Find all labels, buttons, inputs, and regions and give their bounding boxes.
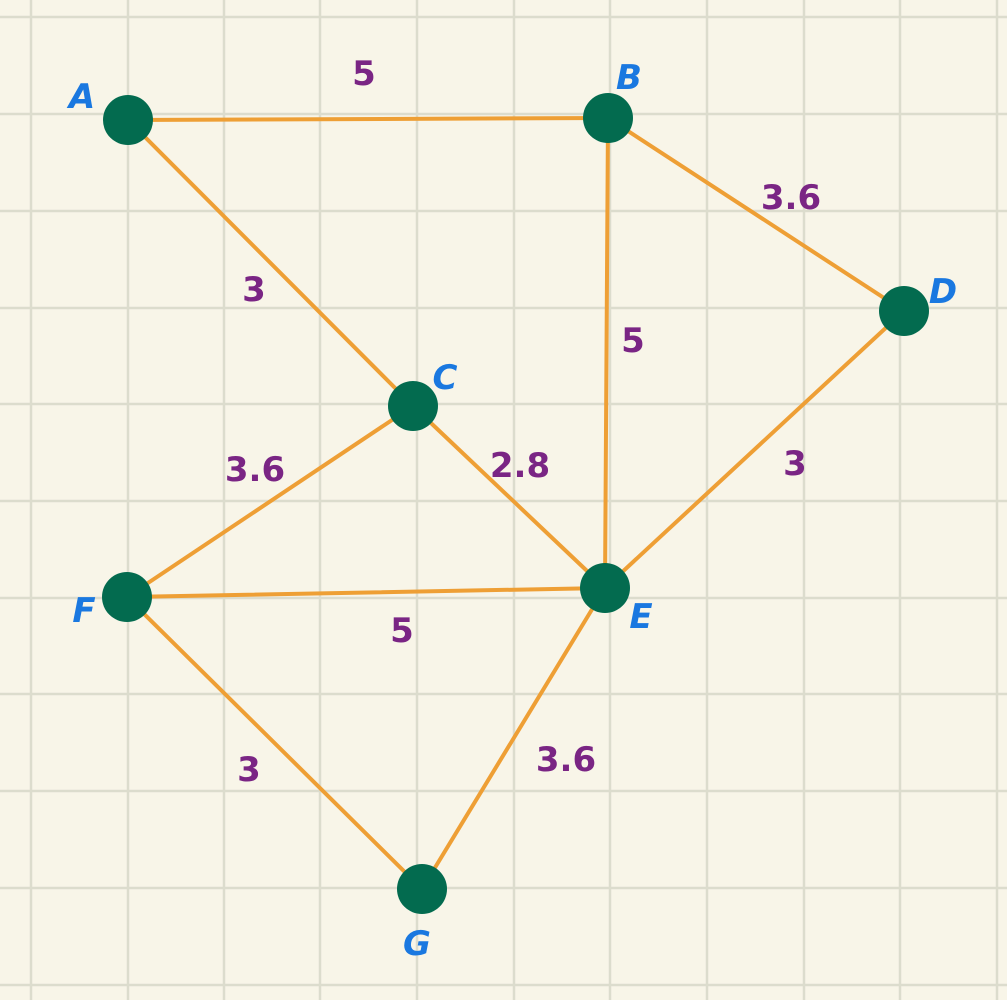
edge-weight-f-g: 3 — [237, 750, 261, 790]
edge-b-d — [606, 116, 906, 313]
edge-weight-c-f: 3.6 — [225, 450, 285, 490]
node-label-e: E — [629, 597, 652, 637]
edge-weight-f-e: 5 — [390, 611, 414, 651]
node-a — [103, 95, 153, 145]
edge-c-f — [125, 404, 415, 599]
node-label-f: F — [72, 591, 95, 631]
node-label-b: B — [616, 58, 642, 98]
edge-weight-a-c: 3 — [242, 270, 266, 310]
edge-weight-a-b: 5 — [352, 54, 376, 94]
node-label-g: G — [403, 924, 431, 964]
node-labels-layer: A B C D E F G — [66, 58, 957, 964]
node-e — [580, 563, 630, 613]
edge-f-e — [125, 586, 607, 599]
edge-weight-b-d: 3.6 — [761, 178, 821, 218]
node-label-a: A — [66, 77, 95, 117]
node-f — [102, 572, 152, 622]
edge-f-g — [125, 595, 424, 891]
node-label-c: C — [433, 358, 458, 398]
edge-b-e — [603, 116, 610, 590]
node-b — [583, 93, 633, 143]
node-c — [388, 381, 438, 431]
edge-weight-e-g: 3.6 — [536, 740, 596, 780]
edges-layer — [125, 116, 906, 891]
nodes-layer — [102, 93, 929, 914]
edge-weights-layer: 5 3 3.6 5 3 3.6 2.8 5 3 3.6 — [225, 54, 821, 790]
edge-d-e — [603, 309, 906, 590]
edge-weight-c-e: 2.8 — [490, 446, 550, 486]
node-d — [879, 286, 929, 336]
edge-weight-d-e: 3 — [783, 444, 807, 484]
edge-a-b — [126, 116, 610, 122]
node-g — [397, 864, 447, 914]
edge-c-e — [411, 404, 607, 590]
node-label-d: D — [929, 272, 957, 312]
edge-a-c — [126, 118, 415, 408]
edge-weight-b-e: 5 — [621, 321, 645, 361]
edge-e-g — [420, 586, 607, 891]
